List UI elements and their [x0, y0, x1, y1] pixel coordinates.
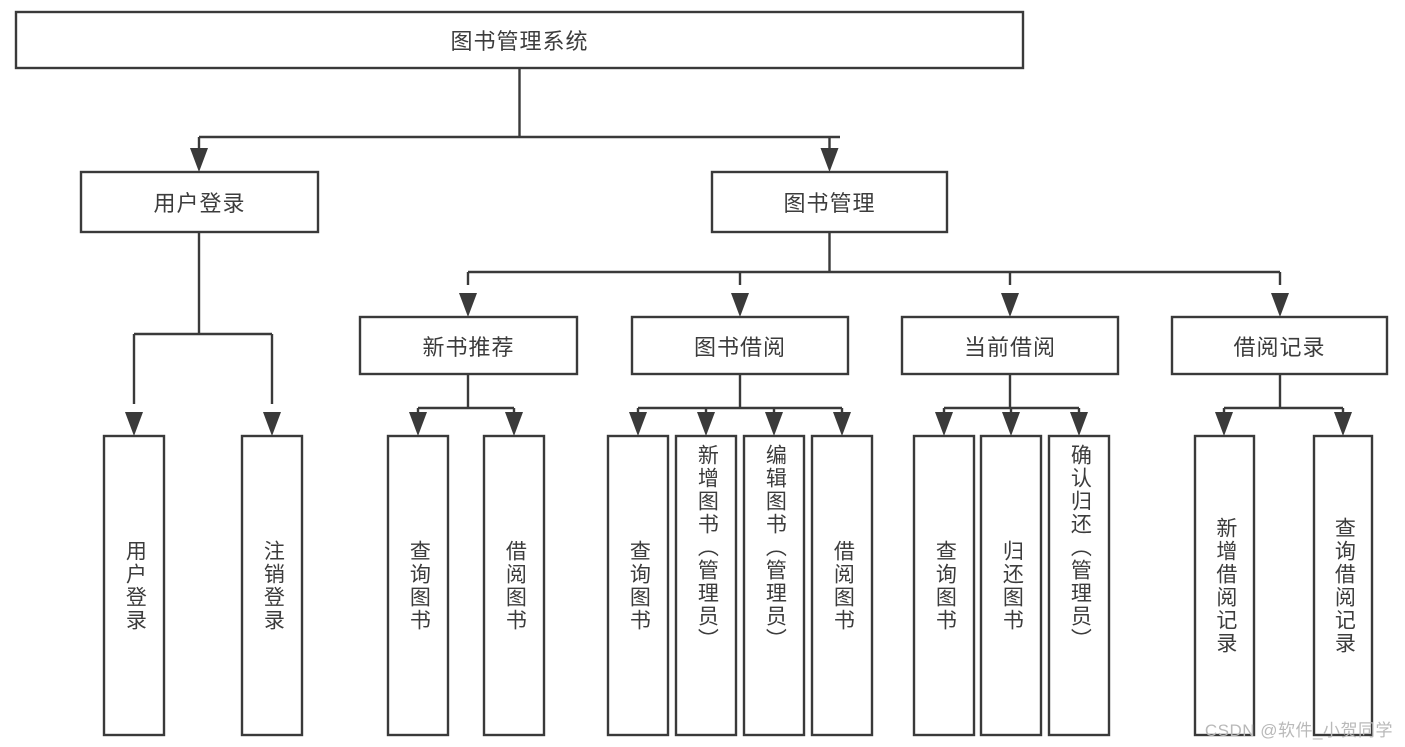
edge-newbookrec-to-leaves	[409, 374, 523, 436]
node-book-manage[interactable]	[710, 170, 949, 234]
node-leaf-query-book-1[interactable]	[386, 434, 450, 737]
node-borrow-record[interactable]	[1170, 315, 1389, 376]
node-leaf-edit-book[interactable]	[742, 434, 806, 737]
node-new-book-rec[interactable]	[358, 315, 579, 376]
edge-currentborrow-to-leaves	[935, 374, 1088, 436]
node-leaf-query-book-2[interactable]	[606, 434, 670, 737]
edge-bookborrow-to-leaves	[629, 374, 851, 436]
node-leaf-add-record[interactable]	[1193, 434, 1256, 737]
node-leaf-query-book-3[interactable]	[912, 434, 976, 737]
edge-bookmanage-to-level3	[459, 232, 1289, 317]
node-current-borrow[interactable]	[900, 315, 1120, 376]
node-leaf-borrow-book-2[interactable]	[810, 434, 874, 737]
node-leaf-confirm-return[interactable]	[1047, 434, 1111, 737]
node-leaf-add-book[interactable]	[674, 434, 738, 737]
edge-root-to-level2	[190, 68, 840, 172]
edge-userlogin-to-leaves	[125, 232, 281, 436]
node-root[interactable]	[14, 10, 1025, 70]
node-leaf-return-book[interactable]	[979, 434, 1043, 737]
node-leaf-user-logout[interactable]	[240, 434, 304, 737]
edge-borrowrecord-to-leaves	[1215, 374, 1352, 436]
node-user-login[interactable]	[79, 170, 320, 234]
node-leaf-query-record[interactable]	[1312, 434, 1374, 737]
node-leaf-user-login[interactable]	[102, 434, 166, 737]
node-leaf-borrow-book-1[interactable]	[482, 434, 546, 737]
node-book-borrow[interactable]	[630, 315, 850, 376]
